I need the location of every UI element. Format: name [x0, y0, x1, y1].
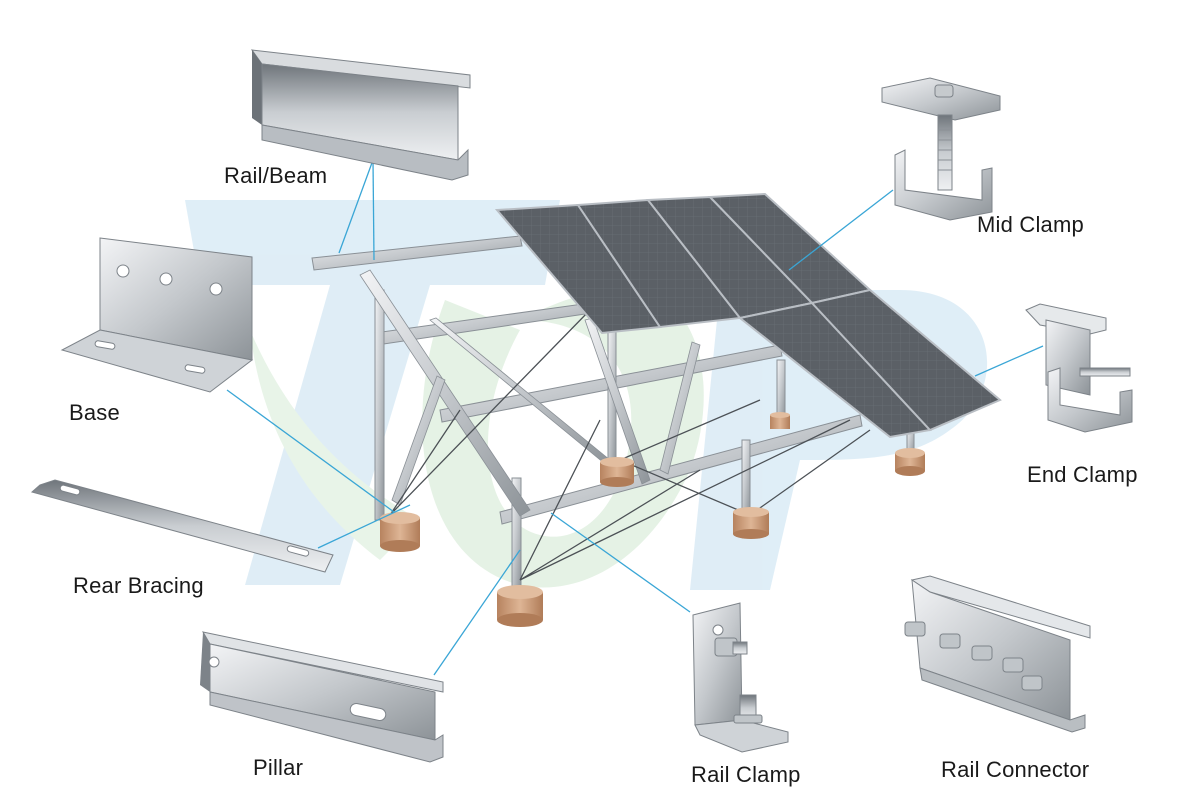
- c-channel-pillar-icon: [200, 631, 444, 763]
- label-base: Base: [69, 400, 120, 425]
- label-rail-connector: Rail Connector: [941, 757, 1090, 782]
- label-end-clamp: End Clamp: [1027, 462, 1138, 487]
- slotted-flat-bar-icon: [30, 479, 334, 573]
- label-rear-bracing: Rear Bracing: [73, 573, 204, 598]
- label-mid-clamp: Mid Clamp: [977, 212, 1084, 237]
- foundation-blocks: [380, 412, 925, 627]
- label-rail-clamp: Rail Clamp: [691, 762, 801, 787]
- rail-connector-icon: [904, 575, 1091, 733]
- c-channel-rail-icon: [250, 49, 471, 181]
- l-bracket-base-icon: [60, 237, 254, 393]
- label-pillar: Pillar: [253, 755, 304, 780]
- end-clamp-icon: [1025, 303, 1133, 433]
- assembled-mounting-structure: [311, 192, 1002, 627]
- label-rail-beam: Rail/Beam: [224, 163, 328, 188]
- mid-clamp-icon: [881, 77, 1001, 221]
- rail-clamp-icon: [692, 602, 789, 753]
- leader-lines: [226, 159, 1044, 676]
- solar-panel-array: [494, 192, 1002, 439]
